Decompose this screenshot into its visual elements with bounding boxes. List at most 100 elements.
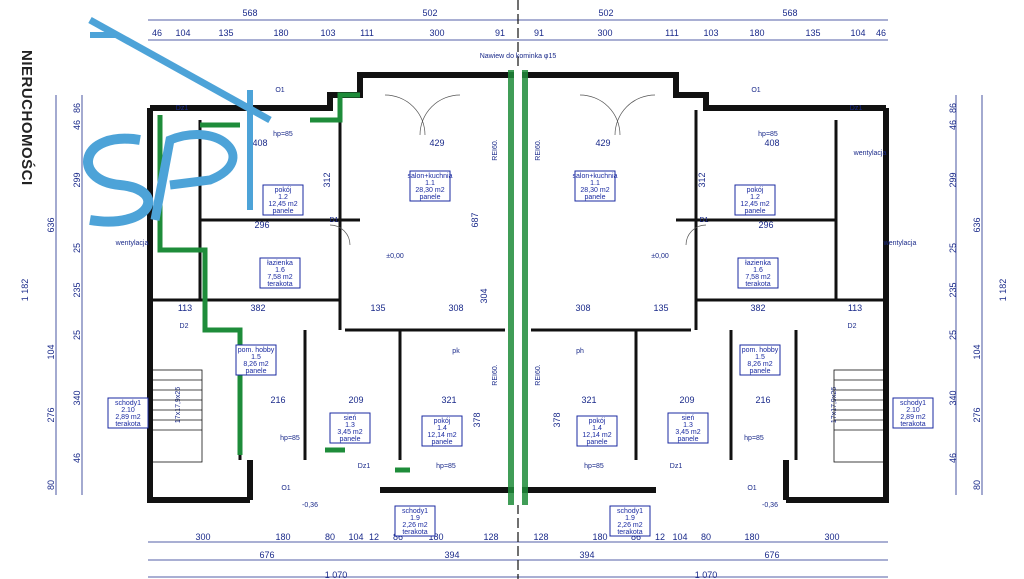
room-floor: panele bbox=[431, 439, 452, 446]
dim-b1-7: 128 bbox=[483, 532, 498, 542]
rdim-3: 636 bbox=[972, 217, 982, 232]
dim-t2-12: 180 bbox=[749, 28, 764, 38]
dim-b3-0: 1 070 bbox=[325, 570, 348, 579]
room-name: pokój bbox=[589, 418, 606, 425]
room-label-box bbox=[421, 415, 463, 447]
idim-8: 296 bbox=[758, 220, 773, 230]
room-floor: terakota bbox=[402, 529, 427, 536]
dim-b1-6: 180 bbox=[428, 532, 443, 542]
room-label-box bbox=[574, 170, 616, 202]
dim-t2-3: 180 bbox=[273, 28, 288, 38]
room-number: 1.1 bbox=[590, 180, 600, 187]
logo-mark bbox=[83, 16, 272, 227]
dim-b1-9: 180 bbox=[592, 532, 607, 542]
room-label-box bbox=[409, 170, 451, 202]
room-floor: panele bbox=[749, 368, 770, 375]
room-area: 3,45 m2 bbox=[675, 429, 700, 436]
room-floor: panele bbox=[272, 208, 293, 215]
idim-19: 209 bbox=[348, 395, 363, 405]
room-number: 1.4 bbox=[592, 425, 602, 432]
dim-b2-1: 394 bbox=[444, 550, 459, 560]
ldim-6: 235 bbox=[72, 282, 82, 297]
room-area: 28,30 m2 bbox=[580, 187, 609, 194]
room-number: 2.10 bbox=[906, 407, 920, 414]
idim-16: 216 bbox=[755, 395, 770, 405]
room-label-box bbox=[576, 415, 618, 447]
room-label-box bbox=[107, 397, 149, 429]
hp-5: hp=85 bbox=[436, 463, 456, 470]
room-area: 2,89 m2 bbox=[900, 414, 925, 421]
ldim-1: 46 bbox=[72, 120, 82, 130]
dim-b1-10: 86 bbox=[631, 532, 641, 542]
room-floor: panele bbox=[744, 208, 765, 215]
idim-0: 408 bbox=[252, 138, 267, 148]
idim-5: 687 bbox=[470, 212, 480, 227]
chimney-note: Nawiew do kominka φ15 bbox=[480, 53, 557, 60]
dim-t2-7: 91 bbox=[495, 28, 505, 38]
stairs-right-drawing bbox=[833, 369, 885, 463]
rdim-2: 299 bbox=[948, 172, 958, 187]
dim-b1-1: 180 bbox=[275, 532, 290, 542]
room-floor: terakota bbox=[267, 281, 292, 288]
dim-b1-12: 104 bbox=[672, 532, 687, 542]
dim-b1-8: 128 bbox=[533, 532, 548, 542]
dz1-d: Dz1 bbox=[670, 463, 683, 470]
dim-t2-9: 300 bbox=[597, 28, 612, 38]
dim-b1-11: 12 bbox=[655, 532, 665, 542]
room-number: 1.4 bbox=[437, 425, 447, 432]
room-label-box bbox=[262, 184, 304, 216]
room-label-box bbox=[329, 412, 371, 444]
idim-4: 312 bbox=[322, 172, 332, 187]
room-name: salon+kuchnia bbox=[573, 173, 618, 180]
left-dimensions: 86 46 299 636 25 1 182 235 25 104 276 34… bbox=[20, 95, 83, 495]
dim-b1-2: 80 bbox=[325, 532, 335, 542]
ldim-2: 299 bbox=[72, 172, 82, 187]
room-number: 1.9 bbox=[410, 515, 420, 522]
idim-7: 296 bbox=[254, 220, 269, 230]
idim-11: 113 bbox=[178, 303, 192, 313]
room-floor: terakota bbox=[617, 529, 642, 536]
ldim-11: 46 bbox=[72, 453, 82, 463]
room-area: 2,26 m2 bbox=[617, 522, 642, 529]
idim-17: 321 bbox=[441, 395, 456, 405]
room-number: 1.1 bbox=[425, 180, 435, 187]
room-number: 1.6 bbox=[275, 267, 285, 274]
room-floor: panele bbox=[339, 436, 360, 443]
ext-level-left: -0,36 bbox=[302, 502, 318, 509]
idim-24: 135 bbox=[370, 303, 385, 313]
rdim-1: 46 bbox=[948, 120, 958, 130]
room-label-box bbox=[892, 397, 934, 429]
rdim-8: 104 bbox=[972, 344, 982, 359]
dim-b2-2: 394 bbox=[579, 550, 594, 560]
vent-left: wentylacja bbox=[115, 240, 149, 247]
room-number: 1.5 bbox=[755, 354, 765, 361]
level-right: ±0,00 bbox=[651, 253, 669, 260]
ldim-7: 25 bbox=[72, 330, 82, 340]
dim-t2-2: 135 bbox=[218, 28, 233, 38]
room-label-box bbox=[737, 257, 779, 289]
ldim-8: 104 bbox=[46, 344, 56, 359]
room-name: sień bbox=[344, 415, 357, 422]
room-name: schody1 bbox=[617, 508, 643, 515]
room-area: 12,45 m2 bbox=[268, 201, 297, 208]
d2-b: D2 bbox=[848, 323, 857, 330]
dim-t2-5: 111 bbox=[360, 28, 374, 38]
dim-t2-0: 46 bbox=[152, 28, 162, 38]
room-label-box bbox=[394, 505, 436, 537]
o1-a: O1 bbox=[275, 87, 284, 94]
ldim-0: 86 bbox=[72, 103, 82, 113]
room-name: pom. hobby bbox=[238, 347, 275, 354]
dim-t2-1: 104 bbox=[175, 28, 190, 38]
room-name: łazienka bbox=[745, 260, 771, 267]
level-left: ±0,00 bbox=[386, 253, 404, 260]
room-area: 3,45 m2 bbox=[337, 429, 362, 436]
